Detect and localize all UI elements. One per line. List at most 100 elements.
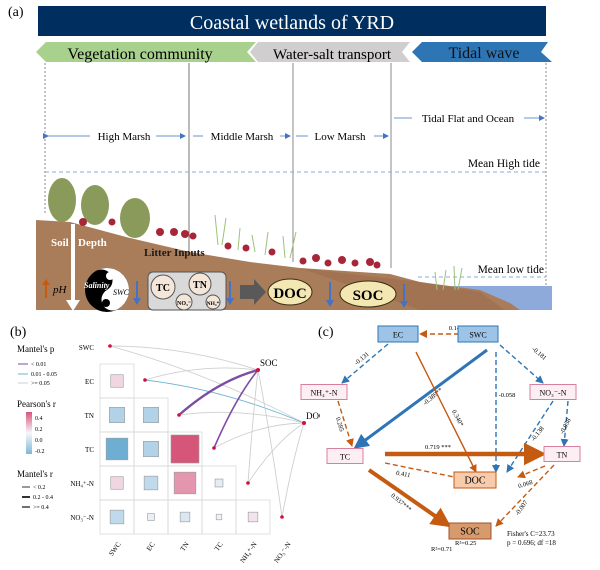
target-label-soc: SOC (260, 358, 278, 368)
path-coefficient: 0.411 (396, 470, 411, 479)
col-label: NH₄⁺-N (239, 541, 259, 565)
zone-high-marsh: High Marsh (98, 131, 151, 143)
flow-arrow-icon (240, 279, 266, 305)
mantel-p-title: Mantel's p (17, 344, 55, 354)
mean-low-tide-label: Mean low tide (478, 264, 544, 276)
matrix-square (214, 478, 224, 488)
target-label-doc: DOC (306, 411, 320, 421)
soc-pool-label: SOC (353, 288, 384, 304)
col-label: SWC (107, 540, 122, 557)
nutrient-bubbles (150, 272, 221, 311)
r2-doc: R²=0.25 (455, 540, 476, 547)
legend-item: < 0.2 (33, 485, 45, 491)
mantel-link (178, 368, 259, 416)
ph-label: pH (52, 284, 68, 296)
path-tn-to-doc (517, 465, 546, 479)
band-water-salt (250, 42, 410, 62)
row-label: NO₃⁻-N (70, 514, 94, 522)
path-coefficient: -0.181 (530, 346, 547, 362)
mantel-link (247, 422, 305, 484)
mantel-link (213, 369, 259, 449)
path-coefficient: 0.068 (518, 479, 534, 490)
panel-b-label: (b) (10, 325, 27, 340)
mantel-p-legend: < 0.01 0.01 - 0.05 >= 0.05 (18, 362, 57, 387)
down-arrowhead (326, 300, 334, 307)
legend-item: 0.01 - 0.05 (31, 372, 57, 378)
soc-pool (339, 280, 397, 308)
path-ec-to-doc (415, 351, 477, 473)
node-label-tc: TC (340, 453, 350, 462)
matrix-square (110, 476, 124, 490)
col-label: TC (213, 540, 225, 552)
mantel-link (109, 345, 259, 371)
path-coefficient: -0.058 (499, 392, 516, 399)
node-soc (448, 522, 492, 540)
row-label: EC (85, 378, 94, 386)
path-coefficient: -0.389** (422, 387, 444, 407)
down-arrowhead (133, 298, 141, 305)
row-label: SWC (79, 344, 95, 352)
matrix-square (105, 437, 129, 461)
path-coefficient: -0.007 (514, 499, 530, 517)
pearson-colorbar (26, 412, 32, 454)
zone-middle-marsh: Middle Marsh (211, 131, 274, 143)
matrix-square (109, 509, 125, 525)
target-point (256, 368, 260, 372)
node-tc (326, 448, 364, 464)
pearson-title: Pearson's r (17, 399, 56, 409)
node-point (108, 344, 112, 348)
suaeda-shrubs (48, 178, 150, 238)
mantel-link (247, 369, 259, 484)
tc-bubble-label: TC (156, 283, 170, 294)
mantel-link (257, 369, 283, 518)
node-doc (453, 471, 497, 489)
matrix-square (247, 511, 259, 523)
no3-bubble-label: NO₃⁻ (177, 301, 191, 307)
node-tn (543, 446, 581, 462)
path-coefficient: -0.138 (530, 425, 546, 443)
col-label: NO₃⁻-N (273, 541, 293, 565)
col-label: EC (145, 540, 157, 552)
nh4-bubble-label: NH₄⁺ (207, 300, 220, 307)
node-label-no3: NO₃⁻-N (539, 389, 566, 398)
zone-low-marsh: Low Marsh (314, 131, 366, 143)
depth-label: Depth (78, 237, 107, 249)
soil-shade (300, 268, 505, 310)
correlation-matrix (99, 363, 271, 535)
yin-yang-icon (85, 268, 130, 312)
matrix-square (109, 407, 125, 423)
matrix-square (173, 471, 197, 495)
colorbar-tick: 0.4 (35, 416, 43, 422)
band-tidal-wave (412, 42, 552, 62)
red-seepweed (79, 218, 381, 269)
node-point (212, 446, 216, 450)
title-text: Coastal wetlands of YRD (190, 12, 394, 34)
salinity-label: Salinity (84, 281, 110, 290)
legend-item: < 0.01 (31, 362, 46, 368)
colorbar-tick: 0.0 (35, 438, 43, 444)
legend-item: 0.2 - 0.4 (33, 495, 53, 501)
row-label: TN (85, 412, 94, 420)
path-swc-to-no3 (499, 344, 544, 384)
r2-soc: R²=0.71 (431, 546, 452, 553)
node-no3 (529, 384, 577, 400)
node-label-tn: TN (557, 451, 568, 460)
matrix-square (170, 434, 200, 464)
node-label-doc: DOC (464, 476, 485, 487)
band-vegetation-label: Vegetation community (67, 46, 212, 63)
target-point (302, 421, 306, 425)
node-point (177, 413, 181, 417)
band-tidal-wave-label: Tidal wave (449, 45, 520, 62)
mean-high-tide-label: Mean High tide (468, 158, 540, 170)
ph-arrowhead (42, 279, 50, 285)
col-label: TN (179, 541, 191, 553)
fisher-c: Fisher's C=23.73 (507, 530, 555, 538)
soil-depth-arrowhead (66, 300, 80, 311)
row-label: NH₄⁺-N (70, 480, 94, 488)
mantel-link (109, 345, 305, 424)
path-coefficient: 0.285 (334, 417, 345, 433)
zone-tidal-flat: Tidal Flat and Ocean (422, 113, 515, 125)
reeds (214, 214, 463, 291)
legend-item: >= 0.05 (31, 381, 50, 387)
path-nh4-to-tc (337, 400, 354, 447)
